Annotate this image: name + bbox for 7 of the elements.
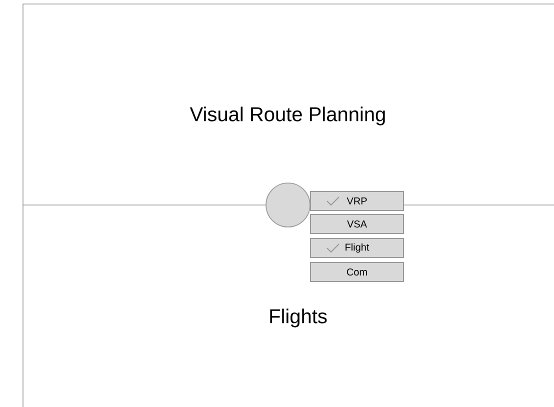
pane-title: Flights <box>270 308 327 328</box>
pane-title: Visual Route Planning <box>190 106 385 126</box>
divider-handle <box>266 182 310 228</box>
toggle-button: VSA <box>310 214 404 234</box>
toggle-button: Com <box>310 262 404 282</box>
toggle-button: Flight <box>310 238 404 258</box>
toggle-button: VRP <box>310 191 404 211</box>
